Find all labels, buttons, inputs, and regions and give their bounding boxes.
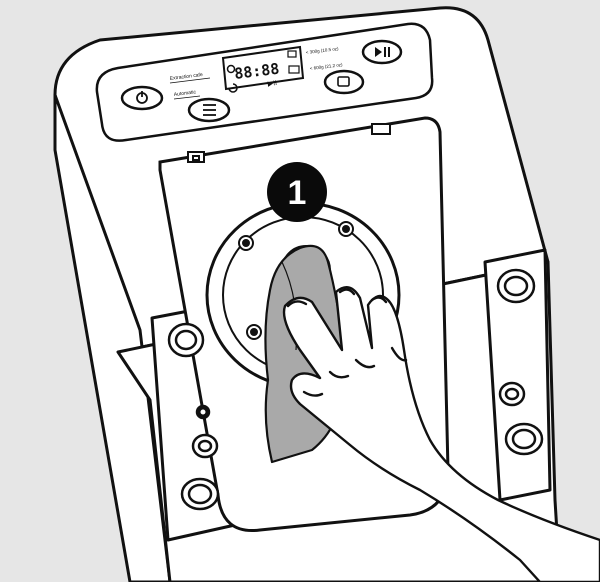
- play-pause-icon: [375, 47, 390, 57]
- left-knobs: [167, 322, 220, 511]
- capacity-large-label: < 600g (21.2 oz): [310, 62, 344, 71]
- capacity-small-label: < 300g (10.5 oz): [306, 46, 340, 55]
- control-panel: Extraction cafe Automatic 88:88 ▶II < 30…: [95, 22, 434, 142]
- power-icon: [136, 91, 148, 104]
- hand: [282, 286, 600, 582]
- cup-icon-large: [288, 65, 300, 74]
- timer-icon: [226, 64, 236, 74]
- display-screen: 88:88 ▶II: [221, 45, 305, 93]
- cup-icon: [337, 76, 350, 87]
- right-knobs: [496, 268, 544, 456]
- menu-button[interactable]: [187, 97, 231, 123]
- list-icon: [203, 104, 216, 116]
- label-automatic: Automatic: [174, 89, 197, 98]
- step-number: 1: [288, 174, 307, 212]
- start-pause-button[interactable]: [361, 39, 403, 65]
- step-number-badge: 1: [267, 162, 327, 222]
- cup-size-button[interactable]: [323, 69, 365, 95]
- label-extraction: Extraction cafe: [170, 72, 204, 82]
- bay-clip-right: [371, 123, 391, 135]
- screw-3: [246, 324, 262, 340]
- screw-2: [338, 221, 354, 237]
- refresh-icon: [228, 83, 238, 93]
- power-button[interactable]: [120, 85, 164, 111]
- screw-1: [238, 235, 254, 251]
- cup-icon-small: [287, 50, 297, 58]
- display-digits: 88:88: [233, 60, 280, 83]
- display-play-pause-glyph: ▶II: [267, 80, 277, 88]
- bay-clip-left: [187, 151, 205, 163]
